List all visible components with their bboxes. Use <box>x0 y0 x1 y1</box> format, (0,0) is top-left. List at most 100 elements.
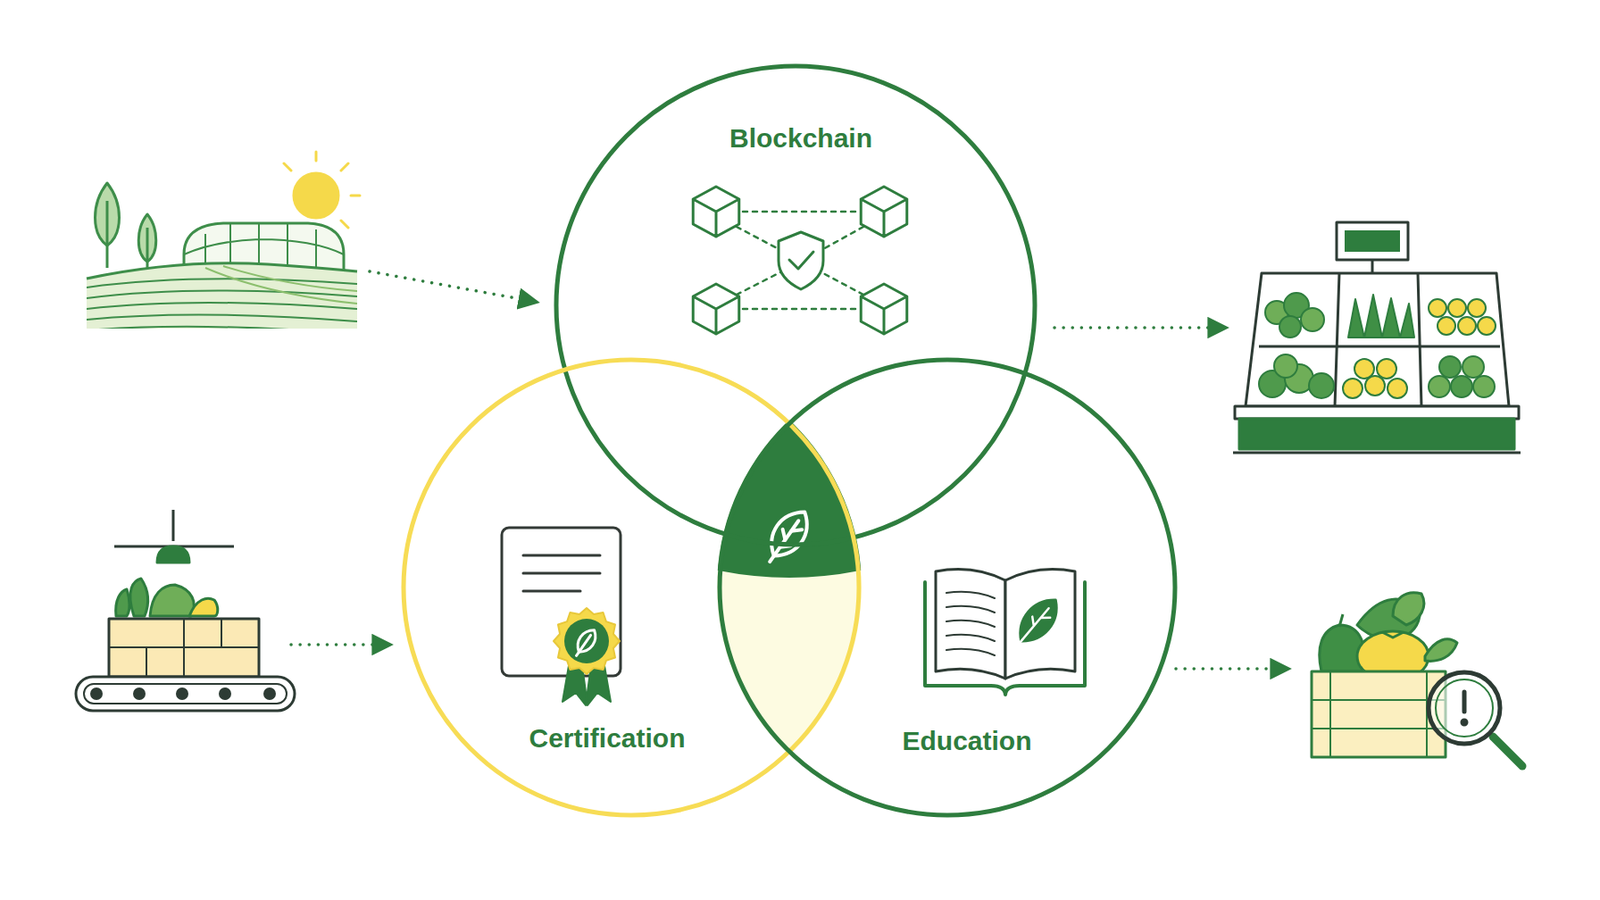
book-icon <box>925 569 1085 695</box>
market-illustration-part-part <box>1462 356 1484 378</box>
farm-illustration-part-part <box>283 151 360 228</box>
certificate-icon-part <box>523 555 600 592</box>
market-illustration-part-part <box>1439 356 1461 378</box>
market-illustration-part <box>1336 222 1409 260</box>
market-illustration-part <box>1371 259 1375 274</box>
market-illustration <box>1233 222 1521 453</box>
intersection-fill-part-part-part-part <box>696 392 884 768</box>
conveyor-illustration-part <box>189 598 218 617</box>
certificate-icon-part-part <box>573 625 601 657</box>
blockchain-circle: Blockchain <box>553 63 1038 548</box>
circle-label: Certification <box>528 723 685 753</box>
leaf-icon-part <box>761 503 817 565</box>
block-cube <box>860 283 908 334</box>
market-illustration-part-part <box>1274 354 1298 378</box>
blockchain-icon-part <box>736 211 864 309</box>
intersection-fill-part-part-part <box>696 392 884 768</box>
circle-label: Education <box>901 725 1032 756</box>
market-illustration-part <box>1234 406 1519 419</box>
inspection-illustration-part <box>1339 614 1343 627</box>
conveyor-illustration-part <box>157 546 190 563</box>
certification-circle: Certification <box>400 357 862 818</box>
farm-illustration-part <box>86 250 358 334</box>
certificate-icon-part-part <box>576 634 592 656</box>
inspection-illustration-part <box>1311 671 1446 758</box>
market-illustration-part-part <box>1467 299 1486 317</box>
conveyor-illustration <box>75 509 295 711</box>
circle-label: Blockchain <box>729 123 873 153</box>
blockchain-icon-part <box>789 251 814 269</box>
circle-outline-stroke <box>556 66 1035 545</box>
conveyor-illustration-part <box>83 683 287 704</box>
inspection-illustration <box>1311 592 1523 767</box>
market-illustration-part-part <box>1308 373 1334 399</box>
certificate-icon-part <box>553 608 620 675</box>
block-cube <box>692 283 740 334</box>
inspection-illustration-part <box>1382 632 1404 638</box>
market-illustration-part-part <box>1458 316 1476 335</box>
education-circle: Education <box>716 357 1178 818</box>
block-cube <box>860 186 908 237</box>
block-cube <box>692 186 740 237</box>
flow-arrows <box>291 271 1288 669</box>
farm-illustration-part <box>146 227 150 274</box>
market-illustration-part <box>1245 273 1509 407</box>
conveyor-illustration-part-part <box>175 687 189 700</box>
inspection-illustration-part <box>1435 679 1493 737</box>
blockchain-icon-part <box>778 232 824 290</box>
intersection-fill-part <box>696 392 884 768</box>
inspection-illustration-part <box>1461 719 1467 725</box>
market-illustration-part-part <box>1477 316 1496 335</box>
conveyor-illustration-part-part <box>218 687 232 700</box>
book-icon-part <box>935 569 1006 679</box>
conveyor-illustration-part-part <box>263 687 276 700</box>
market-illustration-part-part <box>1279 316 1301 338</box>
farm-illustration-part <box>86 263 358 279</box>
certificate-icon-part <box>501 527 621 676</box>
market-illustration-part-part <box>1348 294 1415 338</box>
farm-illustration-part-part <box>205 266 358 304</box>
market-illustration-part-part <box>1450 375 1473 398</box>
intersection-fill-part-part <box>696 392 884 768</box>
certificate-icon-part <box>570 625 601 660</box>
inspection-illustration-part <box>1311 671 1446 758</box>
certificate-icon <box>501 527 621 706</box>
market-illustration-part <box>1258 292 1496 399</box>
circle-outline-stroke <box>719 359 1175 816</box>
market-illustration-part-part <box>1365 375 1385 396</box>
book-icon-part <box>946 591 995 656</box>
market-illustration-part <box>1258 273 1500 407</box>
book-icon-part-part <box>1010 603 1054 651</box>
market-illustration-part-part <box>1342 378 1363 399</box>
book-icon-part <box>1006 591 1067 655</box>
conveyor-illustration-part <box>116 589 130 617</box>
flow-arrows-part <box>369 271 536 302</box>
blockchain-icon <box>692 186 908 334</box>
market-illustration-part-part <box>1300 308 1325 332</box>
market-illustration-part-part <box>1428 375 1450 398</box>
farm-illustration-part <box>283 151 360 228</box>
farm-illustration-part-part <box>293 173 339 218</box>
conveyor-illustration-part <box>108 618 259 677</box>
inspection-illustration-part <box>1392 592 1425 625</box>
conveyor-illustration-part <box>108 618 259 677</box>
conveyor-illustration-part <box>75 676 295 711</box>
intersection-fill-part-part-part <box>696 392 884 768</box>
flow-arrows-part <box>291 642 390 647</box>
market-illustration-part <box>1239 418 1515 450</box>
intersection-fill <box>696 392 884 768</box>
market-illustration-part-part <box>1354 358 1375 379</box>
market-illustration-part-part <box>1448 299 1467 317</box>
market-illustration-part-part <box>1437 316 1456 335</box>
inspection-illustration-part <box>1425 639 1458 661</box>
market-illustration-part-part <box>1376 358 1397 379</box>
conveyor-illustration-part <box>150 584 194 617</box>
certificate-icon-part <box>564 618 609 664</box>
inspection-illustration-part <box>1462 691 1467 712</box>
conveyor-illustration-part <box>114 509 234 547</box>
leaf-icon-part <box>773 520 802 552</box>
farm-illustration-part <box>106 200 109 268</box>
conveyor-illustration-part <box>130 578 149 617</box>
market-illustration-part <box>1233 451 1521 455</box>
inspection-illustration-part <box>1492 736 1523 767</box>
